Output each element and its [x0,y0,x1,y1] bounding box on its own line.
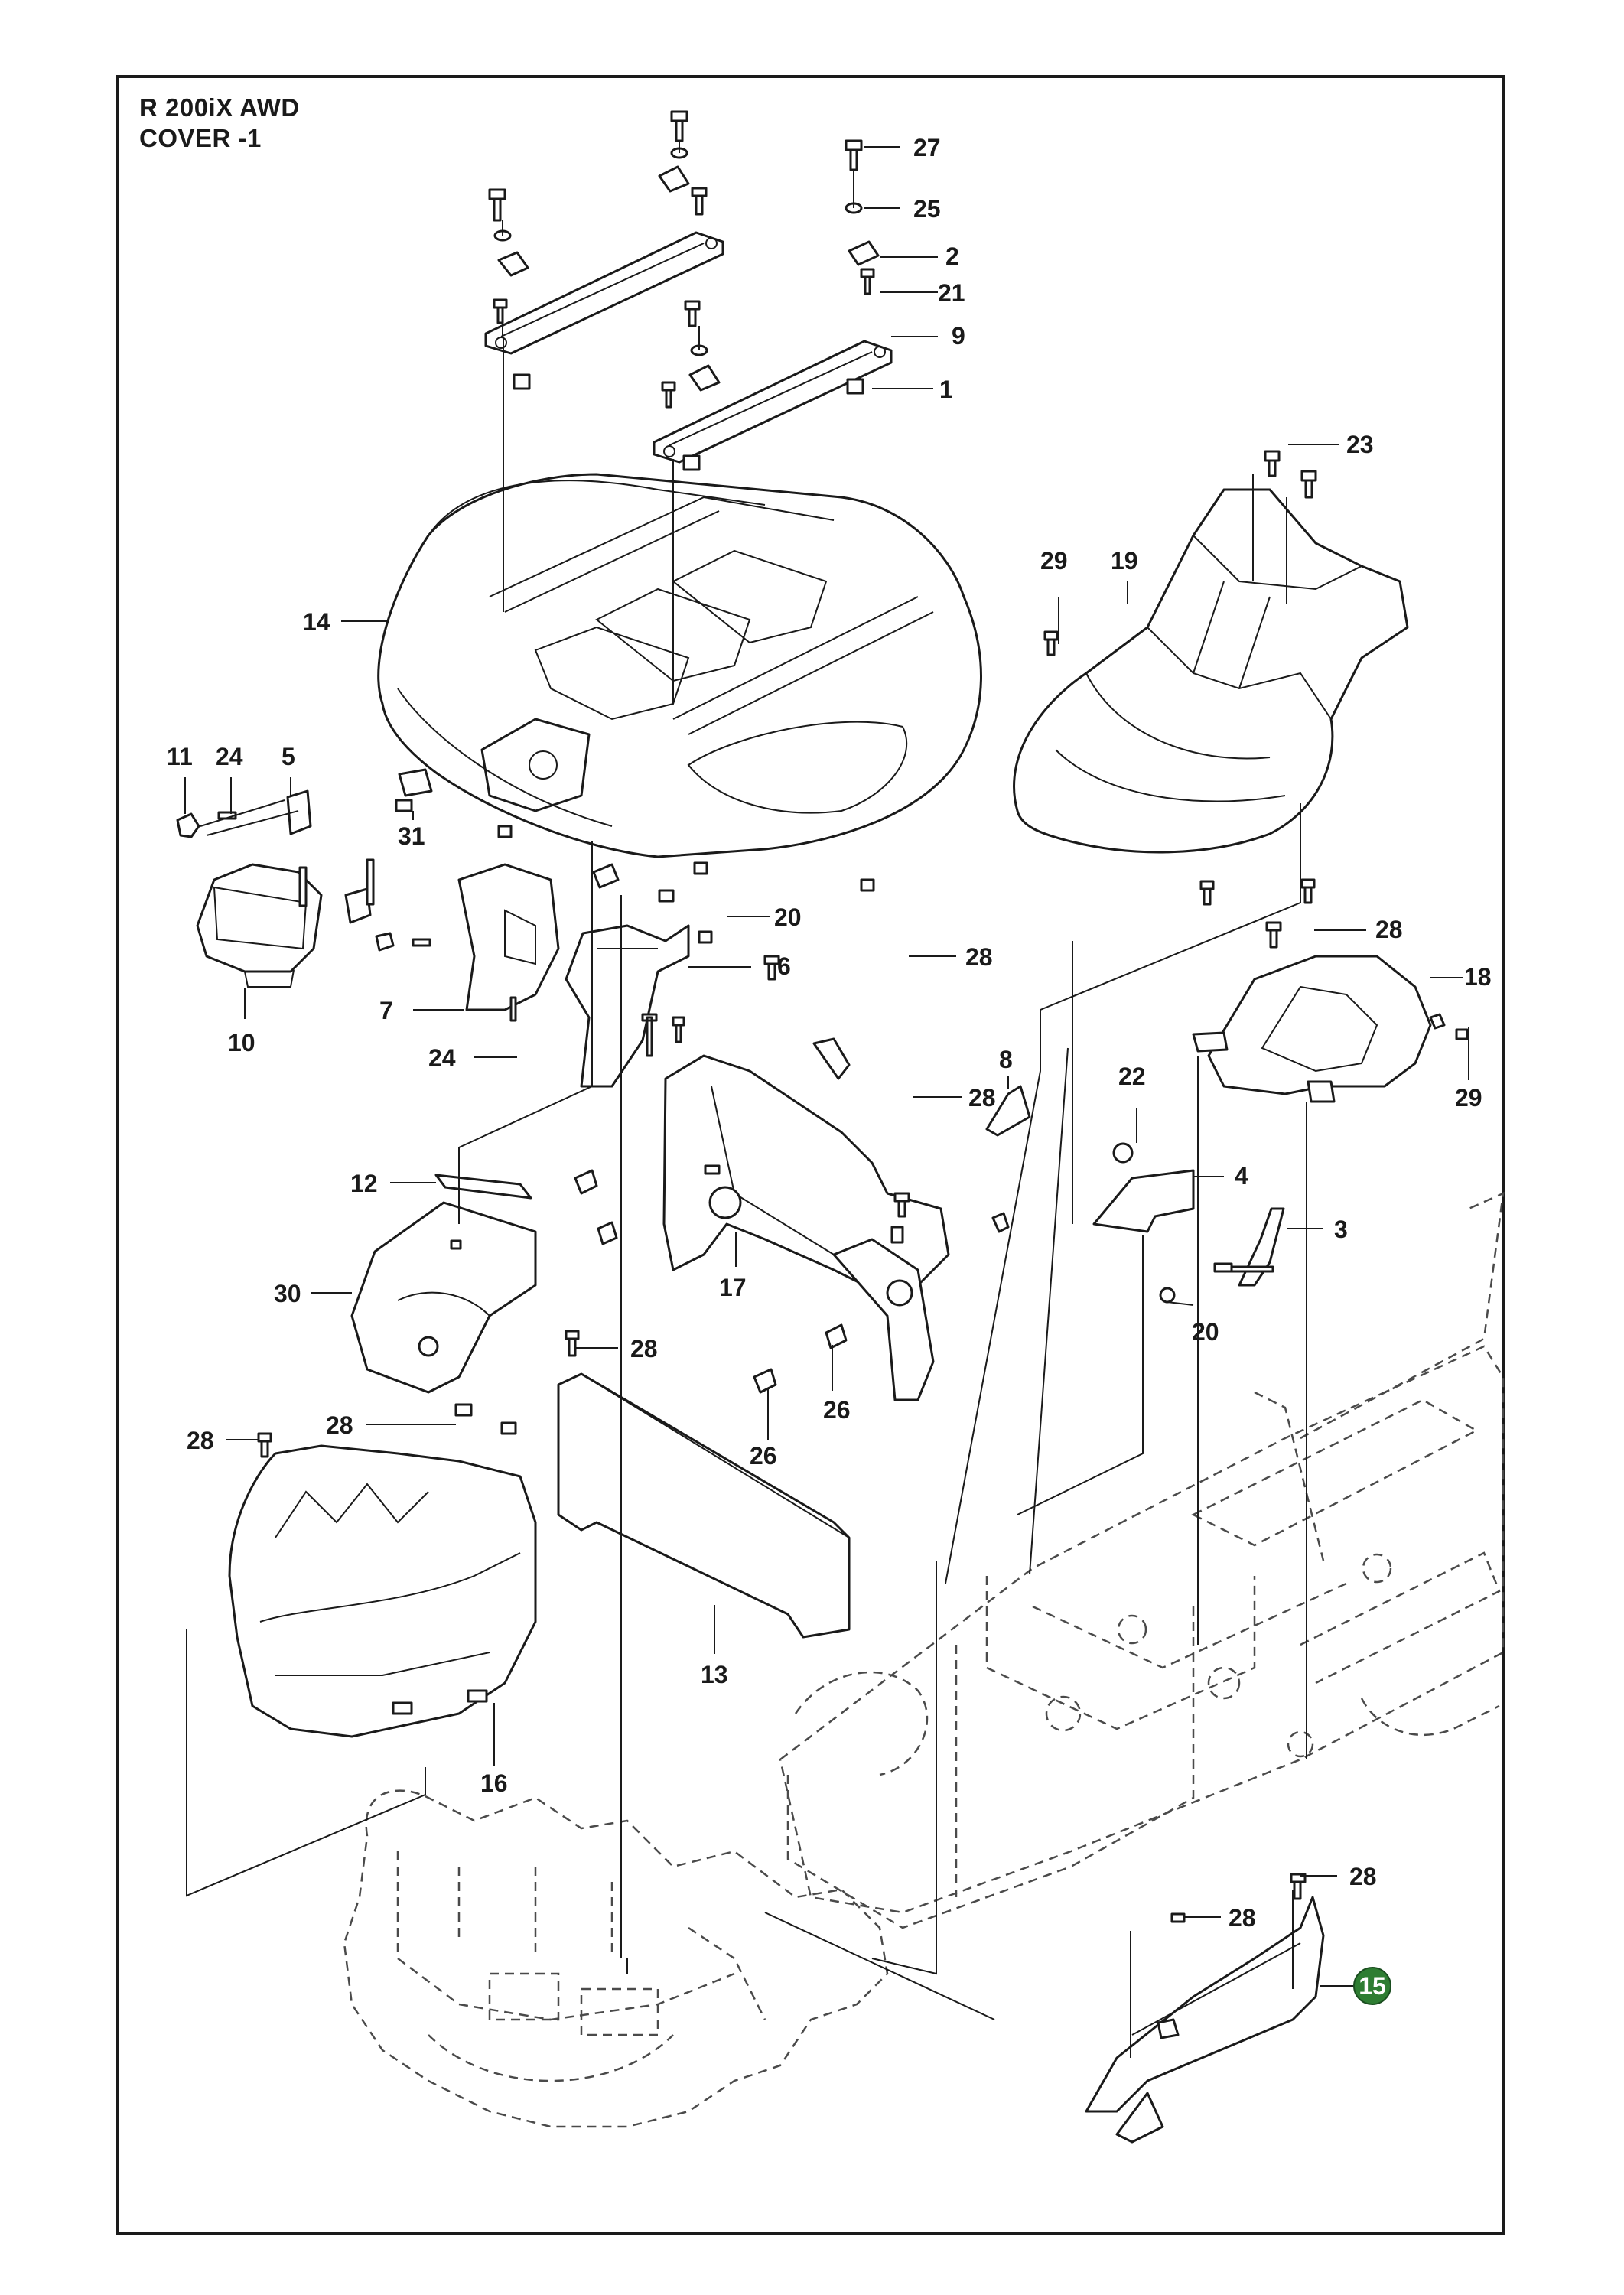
heat-shield [350,1174,580,1435]
section-title: COVER -1 [139,124,262,152]
callout-28: 28 [965,943,993,971]
highlighted-callout: 15 [1353,1967,1391,2005]
callout-5: 5 [282,743,295,770]
callout-labels: 27 25 2 21 9 1 23 29 19 14 11 24 5 31 28… [167,134,1492,1932]
main-cover [377,473,982,858]
callout-28: 28 [1349,1863,1377,1890]
callout-31: 31 [398,822,425,850]
callout-24: 24 [216,743,243,770]
callout-23: 23 [1346,431,1374,458]
small-fasteners-top [488,110,880,471]
callout-3: 3 [1334,1216,1348,1243]
headlamp [176,789,431,988]
callout-18: 18 [1464,963,1492,991]
bracket-parts [398,768,875,1088]
callout-19: 19 [1111,547,1138,575]
callout-15: 15 [1359,1972,1386,2000]
callout-10: 10 [228,1029,255,1056]
callout-13: 13 [701,1661,728,1688]
callout-11: 11 [167,743,193,770]
chassis-outline [779,1191,1505,1929]
floor-panel [557,1372,851,1639]
callout-22: 22 [1118,1063,1146,1090]
callout-25: 25 [913,195,941,223]
callout-6: 6 [777,952,791,980]
callout-2: 2 [945,243,959,270]
callout-16: 16 [480,1769,508,1797]
callout-29: 29 [1040,547,1068,575]
callout-20: 20 [1192,1318,1219,1346]
callout-26: 26 [823,1396,851,1424]
front-cover [1085,1873,1325,2144]
foot-tray [228,1432,537,1738]
callout-17: 17 [719,1274,747,1301]
engine-outline [343,1789,889,2128]
callout-26: 26 [750,1442,777,1470]
drawing-frame [116,75,1505,2235]
callout-4: 4 [1235,1162,1248,1190]
callout-28: 28 [187,1427,214,1454]
callout-9: 9 [952,322,965,350]
callout-28: 28 [326,1411,353,1439]
callout-28: 28 [1229,1904,1256,1932]
handle-bar-right [653,340,893,464]
model-title: R 200iX AWD [139,93,300,122]
callout-28: 28 [630,1335,658,1362]
callout-30: 30 [274,1280,301,1307]
highlight-badge [1353,1967,1391,2005]
callout-14: 14 [303,608,330,636]
callout-8: 8 [999,1046,1013,1073]
right-brackets [1092,878,1469,1304]
callout-28: 28 [968,1084,996,1112]
callout-1: 1 [939,376,953,403]
callout-29: 29 [1455,1084,1482,1112]
callout-7: 7 [379,997,393,1024]
leader-lines [184,146,1469,2058]
callout-21: 21 [938,279,965,307]
dash-panel [574,955,1031,1401]
rear-cover [1013,450,1409,854]
handle-bar-left [484,231,724,355]
callout-12: 12 [350,1170,378,1197]
callout-20: 20 [774,903,802,931]
callout-27: 27 [913,134,941,161]
callout-24: 24 [428,1044,456,1072]
callout-28: 28 [1375,916,1403,943]
